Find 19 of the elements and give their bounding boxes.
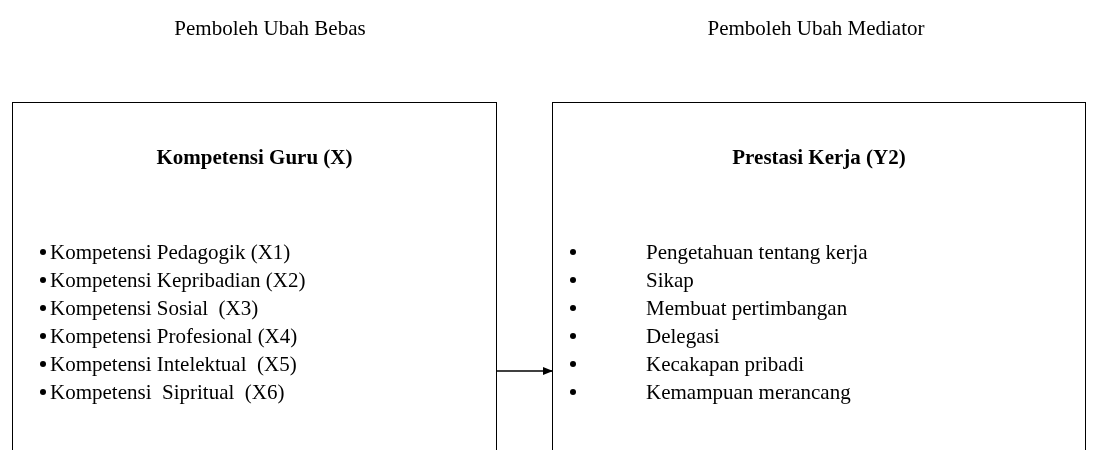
arrow	[496, 367, 553, 375]
box-heading: Kompetensi Guru (X)	[155, 145, 354, 170]
list-item: Kompetensi Sosial (X3)	[50, 295, 259, 321]
list-item: Membuat pertimbangan	[646, 295, 848, 321]
list-item: Kecakapan pribadi	[646, 351, 804, 377]
list-item: Kompetensi Kepribadian (X2)	[50, 267, 306, 293]
column-heading: Pemboleh Ubah Bebas	[174, 16, 366, 41]
box-heading: Prestasi Kerja (Y2)	[731, 145, 907, 170]
list-item: Kemampuan merancang	[646, 379, 851, 405]
column-heading: Pemboleh Ubah Mediator	[707, 16, 925, 41]
list-item: Delegasi	[646, 323, 720, 349]
list-item: Kompetensi Pedagogik (X1)	[50, 239, 291, 265]
list-item: Kompetensi Intelektual (X5)	[50, 351, 297, 377]
list-item: Kompetensi Profesional (X4)	[50, 323, 298, 349]
variable-box	[552, 102, 1086, 450]
list-item: Sikap	[646, 267, 694, 293]
list-item: Kompetensi Sipritual (X6)	[50, 379, 285, 405]
list-item: Pengetahuan tentang kerja	[646, 239, 868, 265]
variable-box	[12, 102, 497, 450]
